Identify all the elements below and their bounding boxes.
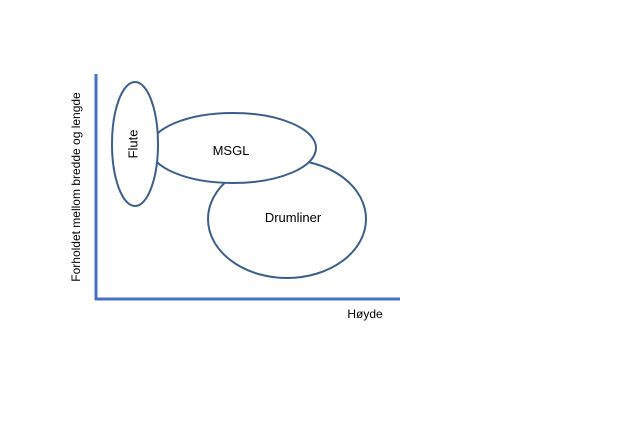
msgl-label: MSGL [213,143,250,158]
drumliner-label: Drumliner [265,210,322,225]
flute-region [111,81,159,207]
x-axis-label: Høyde [347,307,383,321]
y-axis-label: Forholdet mellom bredde og lengde [69,92,83,282]
flute-label: Flute [126,130,141,159]
